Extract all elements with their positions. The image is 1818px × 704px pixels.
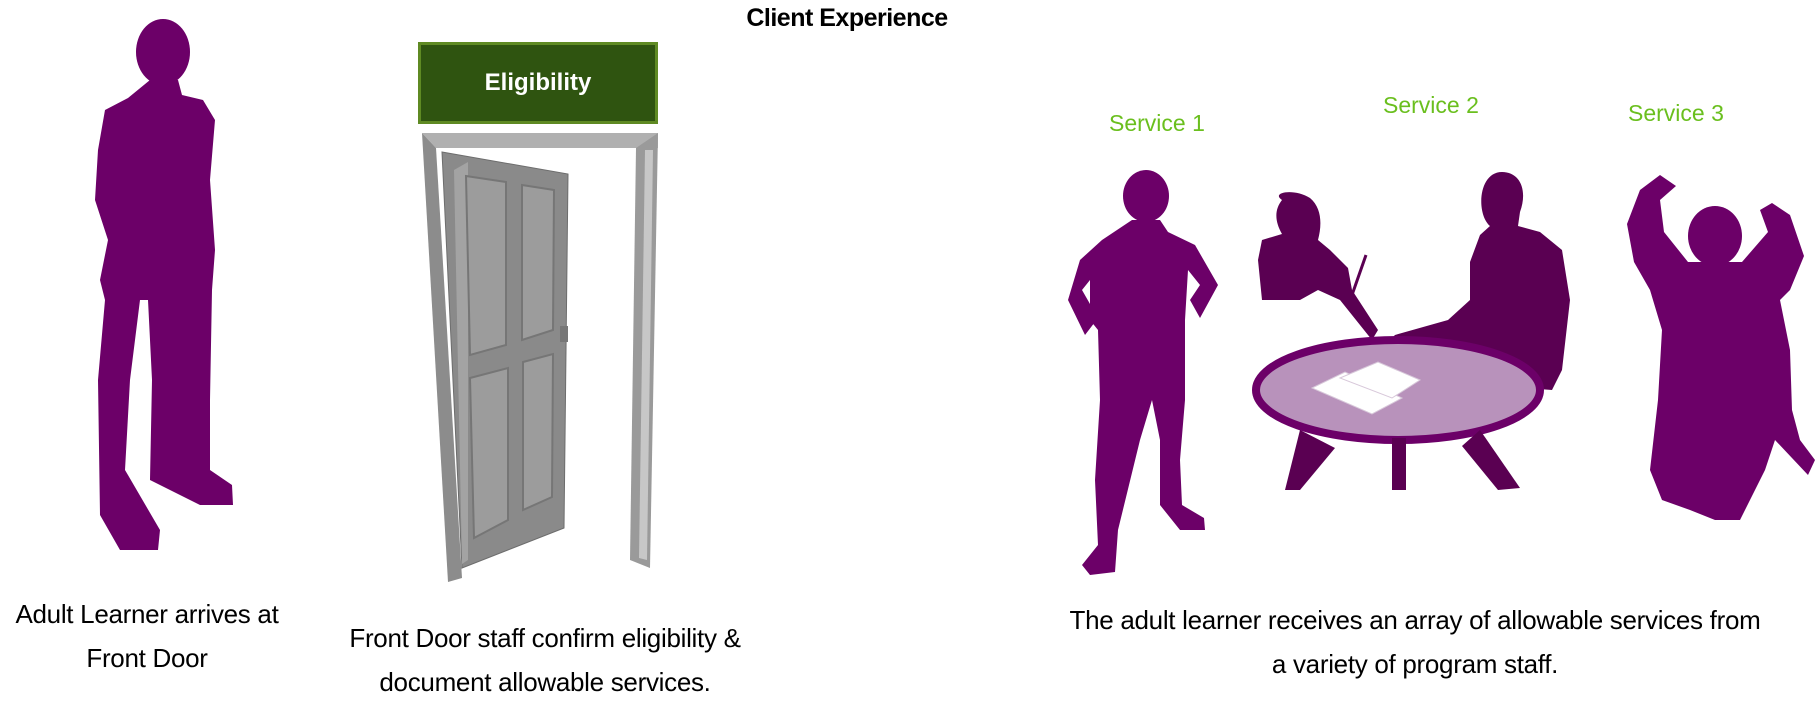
eligibility-sign: Eligibility: [418, 42, 658, 124]
service-3-label: Service 3: [1628, 100, 1724, 126]
front-door-caption-line-1: Front Door staff confirm eligibility &: [349, 623, 741, 653]
front-door-caption-line-2: document allowable services.: [379, 667, 711, 697]
jumping-person-icon: [1627, 175, 1815, 520]
services-caption-line-2: a variety of program staff.: [1271, 649, 1559, 679]
service-2-label: Service 2: [1383, 92, 1479, 118]
open-door-icon: [422, 133, 658, 582]
page-title: Client Experience: [746, 4, 948, 32]
learner-caption-line-1: Adult Learner arrives at: [15, 599, 279, 629]
meeting-table-icon: [1252, 172, 1570, 490]
services-caption-line-1: The adult learner receives an array of a…: [1069, 605, 1761, 635]
standing-woman-icon: [1068, 170, 1218, 575]
front-door-caption: Front Door staff confirm eligibility & d…: [320, 616, 770, 704]
services-caption: The adult learner receives an array of a…: [1050, 598, 1780, 686]
learner-caption-line-2: Front Door: [86, 643, 208, 673]
service-1-label: Service 1: [1109, 110, 1205, 136]
standing-person-icon: [95, 19, 233, 550]
learner-caption: Adult Learner arrives at Front Door: [0, 592, 294, 680]
